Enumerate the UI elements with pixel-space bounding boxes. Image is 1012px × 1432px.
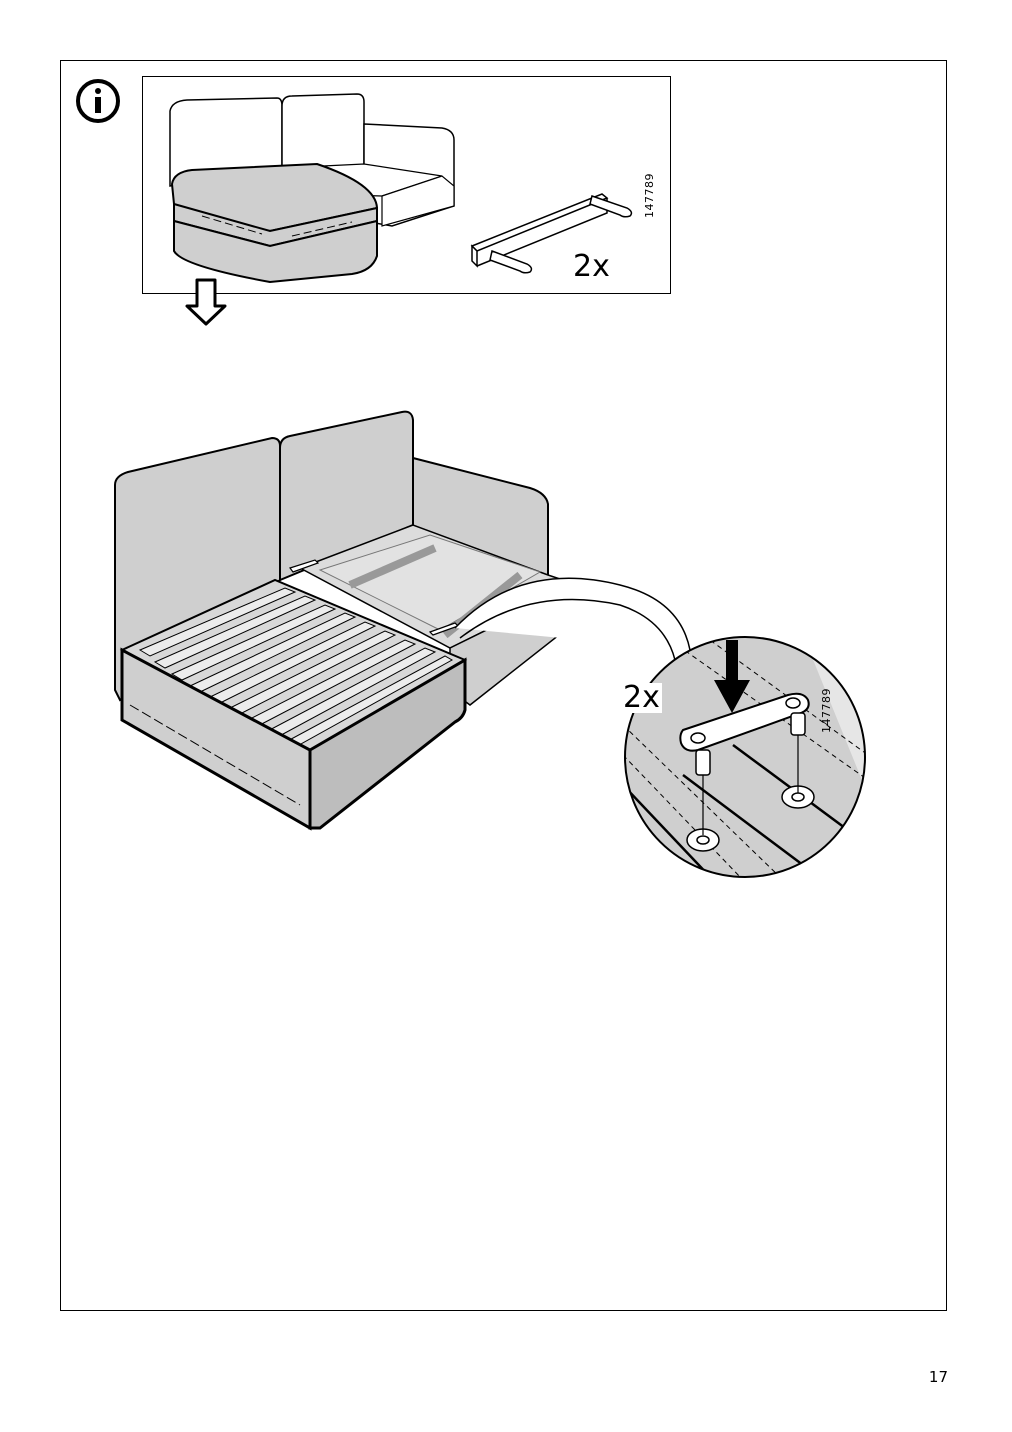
info-quantity: 2x <box>573 249 610 284</box>
info-icon <box>76 79 120 123</box>
sofa-assembly-illustration <box>114 410 691 831</box>
detail-quantity: 2x <box>621 680 662 715</box>
detail-part-number: 147789 <box>820 688 833 733</box>
info-part-number: 147789 <box>643 173 656 218</box>
page-number: 17 <box>928 1368 948 1386</box>
detail-magnification-circle <box>624 636 866 878</box>
arrow-down-icon <box>185 278 227 326</box>
sofa-module-illustration <box>169 93 633 284</box>
page-frame <box>60 60 947 1311</box>
